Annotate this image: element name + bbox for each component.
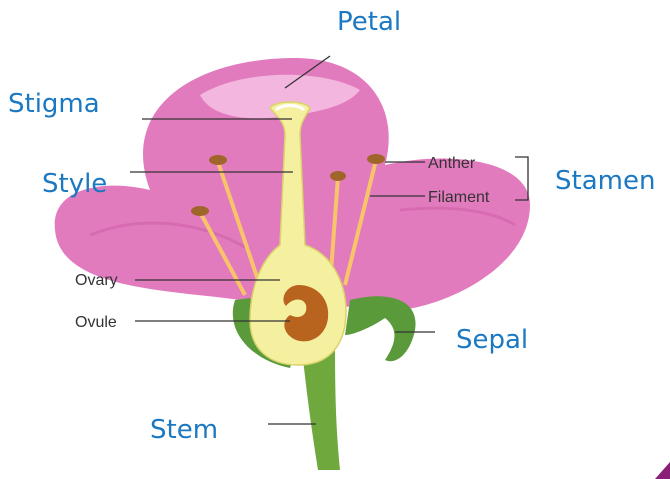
label-style: Style: [42, 169, 107, 199]
anther: [209, 155, 227, 165]
label-ovule: Ovule: [75, 314, 117, 331]
label-stigma: Stigma: [8, 89, 100, 119]
label-sepal: Sepal: [456, 325, 528, 355]
sepal-right: [345, 296, 416, 361]
label-stem: Stem: [150, 415, 218, 445]
corner-accent: [655, 462, 670, 479]
label-filament: Filament: [428, 189, 490, 206]
anther: [191, 206, 209, 216]
label-petal: Petal: [337, 7, 401, 37]
label-stamen: Stamen: [555, 166, 655, 196]
anther: [367, 154, 385, 164]
label-anther: Anther: [428, 155, 476, 172]
anther: [330, 171, 346, 181]
label-ovary: Ovary: [75, 272, 118, 289]
